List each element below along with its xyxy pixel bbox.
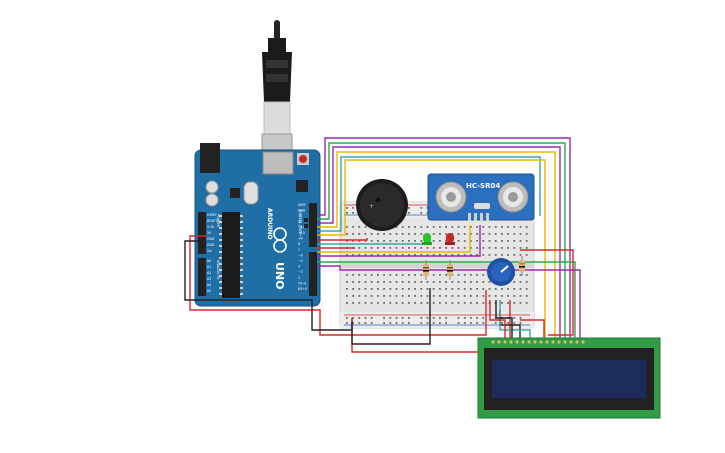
pin-label: AREF (298, 203, 306, 207)
lcd-screen (492, 360, 646, 398)
pin-label: 2 (298, 276, 300, 280)
sensor-label: HC-SR04 (466, 182, 500, 190)
power-jack (200, 143, 220, 173)
pin-label: ~11 (298, 225, 305, 229)
wire-purple-outer (317, 137, 571, 340)
digital-header-bottom (309, 252, 317, 296)
pin-label: A3 (207, 277, 211, 281)
wire-teal-1 (317, 156, 541, 232)
pin-label: 5V (207, 231, 212, 235)
buzzer-icon: + (356, 179, 408, 231)
arduino-logo-icon (273, 227, 287, 253)
power-title: POWER (216, 214, 220, 228)
ultrasonic-sensor: HC-SR04 (427, 173, 535, 221)
wire-red-bus (520, 319, 545, 340)
pin-label: 4 (298, 265, 300, 269)
potentiometer-icon (487, 258, 515, 286)
wire-green-1 (317, 142, 566, 340)
pin-label: A2 (207, 271, 211, 275)
pin-label: A1 (207, 265, 211, 269)
pin-label: 8 (298, 242, 300, 246)
pin-label: 12 (298, 220, 302, 224)
wire-black-rail (351, 288, 431, 345)
pin-label: IOREF (207, 213, 217, 217)
pin-label: RX←0 (298, 287, 307, 291)
wire-green-2 (317, 261, 576, 340)
pin-label: A4 (207, 283, 211, 287)
wire-black-pot (495, 300, 513, 340)
pin-label: ~6 (298, 253, 303, 257)
usb-port (262, 151, 294, 175)
wire-group-lcd (317, 137, 581, 340)
resistor-icon (423, 256, 525, 280)
pin-label: ~5 (298, 259, 303, 263)
svg-text:+: + (369, 203, 374, 210)
wire-purple-echo (317, 225, 481, 257)
lcd-display (477, 337, 661, 419)
digital-header-top (309, 203, 317, 247)
arduino-board: ARDUINO UNO DIGITAL (PWM~) POWER ANALOG … (194, 143, 321, 307)
reset-button (299, 155, 307, 163)
pin-label: A5 (207, 289, 211, 293)
power-header (198, 212, 206, 254)
pin-label: GND (298, 209, 306, 213)
wire-yellow-trig (317, 225, 471, 253)
pin-label: TX→1 (297, 281, 307, 285)
wire-yellow-2 (317, 159, 546, 340)
red-led-icon (445, 233, 455, 245)
pin-label: ~9 (298, 237, 303, 241)
pin-label: 13 (298, 214, 302, 218)
digital-title: DIGITAL (PWM~) (298, 210, 302, 240)
pin-label: A0 (207, 259, 211, 263)
pin-label: GND (207, 237, 215, 241)
analog-header (198, 258, 206, 296)
pin-label: 7 (298, 248, 300, 252)
wire-red-lcd (520, 249, 574, 336)
wire-red-led (317, 238, 368, 241)
wire-teal-lcd (499, 300, 531, 340)
usb-cable-icon (261, 20, 293, 169)
pin-label: Vin (207, 249, 212, 253)
arduino-brand-label: ARDUINO (266, 208, 273, 239)
pin-label: 3.3V (207, 225, 215, 229)
wire-purple-2 (317, 146, 561, 340)
pin-label: RESET (207, 219, 217, 223)
wire-red-5v (189, 235, 487, 336)
wire-purple-3 (317, 265, 581, 340)
pin-label: ~3 (298, 270, 303, 274)
arduino-model-label: UNO (273, 262, 286, 290)
pin-label: GND (207, 243, 215, 247)
wire-red-pot (489, 300, 506, 340)
atmega-chip (222, 212, 240, 298)
pin-label: ~10 (298, 231, 305, 235)
green-led-icon (422, 233, 432, 245)
wire-yellow-1 (317, 151, 556, 340)
analog-title: ANALOG IN (216, 260, 220, 280)
